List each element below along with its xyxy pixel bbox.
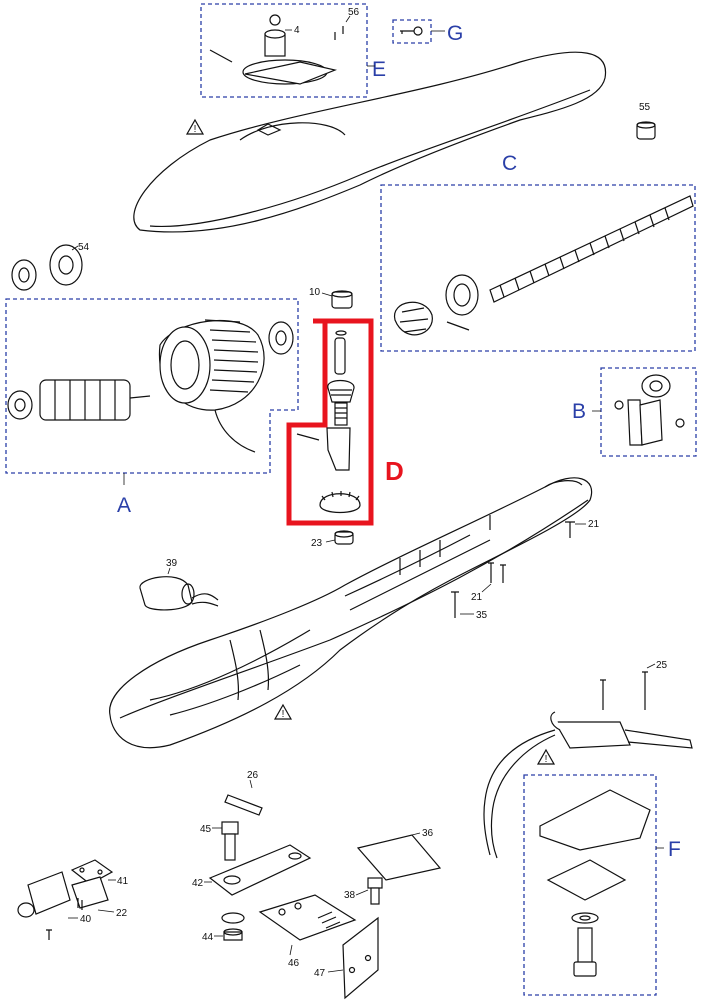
bushing-10 bbox=[331, 290, 353, 309]
warning-triangle-icon: ! bbox=[273, 703, 293, 720]
part-number-42: 42 bbox=[192, 878, 204, 889]
part-number-41: 41 bbox=[117, 876, 129, 887]
group-label-e: E bbox=[372, 58, 386, 81]
part-number-45: 45 bbox=[200, 824, 212, 835]
screw-small bbox=[46, 929, 52, 940]
plate-36 bbox=[356, 834, 442, 881]
group-e-frame bbox=[200, 3, 368, 98]
part-number-54: 54 bbox=[78, 242, 90, 253]
group-label-b: B bbox=[572, 400, 586, 423]
part-number-39: 39 bbox=[166, 558, 178, 569]
group-label-g: G bbox=[447, 22, 463, 45]
board-41 bbox=[70, 859, 114, 885]
capacitor-39 bbox=[139, 576, 219, 611]
part-number-47: 47 bbox=[314, 968, 326, 979]
screw-21-upper bbox=[565, 521, 575, 538]
screw-35 bbox=[451, 591, 459, 618]
part-number-26: 26 bbox=[247, 770, 259, 781]
bolt-38 bbox=[367, 877, 383, 905]
part-number-35: 35 bbox=[476, 610, 488, 621]
motor-assembly bbox=[7, 319, 294, 453]
group-label-f: F bbox=[668, 838, 681, 861]
group-g-frame bbox=[392, 19, 432, 44]
part-number-21-upper: 21 bbox=[588, 519, 600, 530]
part-number-40: 40 bbox=[80, 914, 92, 925]
bolt-45 bbox=[221, 821, 239, 861]
bearing-54 bbox=[11, 244, 83, 291]
limit-switch-assembly bbox=[483, 671, 693, 859]
group-a-frame bbox=[5, 298, 299, 474]
bracket-42 bbox=[208, 844, 312, 896]
svg-text:!: ! bbox=[194, 124, 197, 135]
svg-text:!: ! bbox=[282, 709, 285, 720]
group-label-d: D bbox=[385, 456, 404, 486]
lock-cylinder-assembly bbox=[209, 14, 344, 85]
svg-text:!: ! bbox=[545, 754, 548, 765]
bushing-23 bbox=[334, 530, 354, 545]
group-b-frame bbox=[600, 367, 697, 457]
part-number-23: 23 bbox=[311, 538, 323, 549]
worm-screw-assembly bbox=[394, 195, 694, 336]
bracket-47 bbox=[342, 916, 379, 1000]
main-housing bbox=[109, 477, 593, 749]
group-c-frame bbox=[380, 184, 696, 352]
washer-and-nut-44 bbox=[221, 912, 245, 941]
connector-40 bbox=[17, 871, 109, 918]
part-number-4: 4 bbox=[294, 25, 300, 36]
screws-21-lower bbox=[488, 562, 506, 583]
release-key bbox=[400, 26, 423, 36]
part-number-22: 22 bbox=[116, 908, 128, 919]
screws-22 bbox=[77, 898, 83, 910]
part-number-25: 25 bbox=[656, 660, 668, 671]
part-number-38: 38 bbox=[344, 890, 356, 901]
rear-bracket bbox=[614, 374, 685, 446]
group-label-c: C bbox=[502, 152, 517, 175]
group-d-frame bbox=[286, 318, 374, 526]
warning-triangle-icon: ! bbox=[185, 118, 205, 135]
group-label-a: A bbox=[117, 494, 131, 517]
front-bracket-assembly bbox=[539, 789, 651, 977]
part-number-46: 46 bbox=[288, 958, 300, 969]
warning-triangle-icon: ! bbox=[536, 748, 556, 765]
group-f-frame bbox=[523, 774, 657, 996]
output-shaft-assembly bbox=[296, 330, 361, 514]
bushing-55 bbox=[636, 121, 656, 140]
part-number-55: 55 bbox=[639, 102, 651, 113]
part-number-10: 10 bbox=[309, 287, 321, 298]
top-cover bbox=[133, 51, 607, 233]
part-number-21-lower: 21 bbox=[471, 592, 483, 603]
part-number-44: 44 bbox=[202, 932, 214, 943]
pin-26 bbox=[224, 794, 263, 816]
plate-46 bbox=[258, 894, 357, 941]
part-number-36: 36 bbox=[422, 828, 434, 839]
part-number-56: 56 bbox=[348, 7, 360, 18]
